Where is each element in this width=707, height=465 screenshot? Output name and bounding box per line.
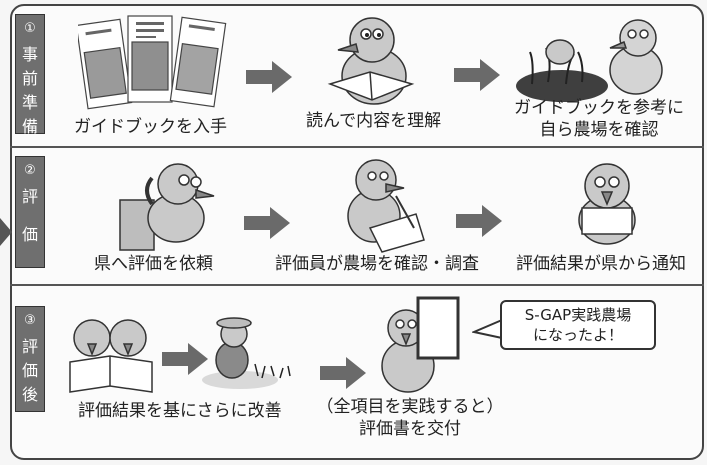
flow-arrow-icon: [320, 357, 366, 389]
step-label-get-guidebook: ガイドブックを入手: [74, 117, 227, 137]
step-label-check-farm: ガイドブックを参考に 自ら農場を確認: [514, 98, 684, 140]
flow-arrow-icon: [454, 59, 500, 91]
step-label-inspection: 評価員が農場を確認・調査: [275, 254, 479, 274]
stage-tab-preparation: ① 事 前 準 備: [15, 14, 45, 136]
flow-arrow-icon: [456, 205, 502, 237]
notification-bird-icon: [578, 163, 636, 245]
step-label-understand-content: 読んで内容を理解: [306, 111, 442, 131]
guidebook-icon: [78, 15, 227, 110]
flow-arrow-icon: [244, 207, 290, 239]
flow-arrow-icon: [162, 343, 208, 375]
inspecting-bird-icon: [347, 159, 425, 253]
speech-bubble: S-GAP実践農場 になったよ！: [500, 300, 656, 350]
farming-bird-icon: [202, 317, 291, 389]
phone-bird-icon: [119, 163, 215, 251]
step-label-improve: 評価結果を基にさらに改善: [78, 401, 282, 421]
stage-tab-after-evaluation: ③ 評 価 後: [15, 306, 45, 412]
farm-birds-icon: [516, 19, 663, 102]
step-label-certificate: （全項目を実践すると） 評価書を交付: [316, 397, 504, 439]
step-label-result-notice: 評価結果が県から通知: [516, 254, 686, 274]
flow-arrow-icon: [246, 61, 292, 93]
stage-tab-evaluation: ② 評 価: [15, 156, 45, 268]
reading-bird-icon: [327, 17, 415, 105]
section-divider: [10, 284, 704, 286]
step-label-request-evaluation: 県へ評価を依頼: [94, 254, 213, 274]
certificate-bird-icon: [381, 296, 460, 393]
section-divider: [10, 146, 704, 148]
two-birds-reading-icon: [69, 319, 153, 393]
left-edge-arrow-icon: [0, 218, 12, 246]
